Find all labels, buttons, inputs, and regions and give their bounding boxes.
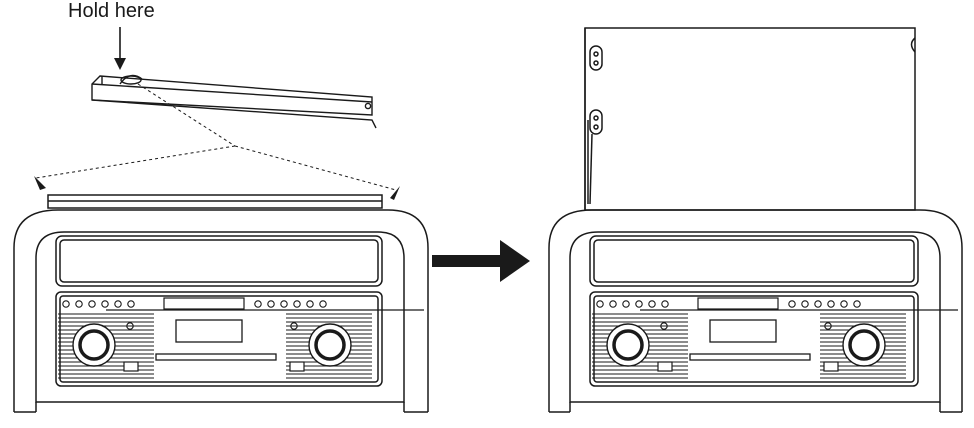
cd-slot xyxy=(689,353,811,361)
button-right xyxy=(853,300,861,308)
placement-guide-lines xyxy=(35,83,397,191)
button-right xyxy=(254,300,262,308)
lower-button-left xyxy=(657,361,673,372)
button-left xyxy=(62,300,70,308)
button-left xyxy=(661,300,669,308)
transition-arrow xyxy=(432,240,530,282)
button-left xyxy=(596,300,604,308)
button-right xyxy=(267,300,275,308)
hold-here-label: Hold here xyxy=(68,0,155,22)
display-window xyxy=(175,319,243,343)
button-right xyxy=(319,300,327,308)
button-left xyxy=(609,300,617,308)
lower-button-right xyxy=(289,361,305,372)
button-left xyxy=(127,300,135,308)
cd-slot xyxy=(155,353,277,361)
button-left xyxy=(101,300,109,308)
button-left xyxy=(635,300,643,308)
button-left xyxy=(114,300,122,308)
indicator-right xyxy=(290,322,298,330)
button-left xyxy=(75,300,83,308)
button-right xyxy=(306,300,314,308)
indicator-right xyxy=(824,322,832,330)
lower-button-right xyxy=(823,361,839,372)
record-player-left xyxy=(13,194,429,413)
button-left xyxy=(622,300,630,308)
button-right xyxy=(788,300,796,308)
volume-knob xyxy=(848,329,880,361)
guide-arrow-heads xyxy=(34,176,400,200)
volume-knob xyxy=(78,329,110,361)
display-window-top xyxy=(697,297,779,310)
indicator-left xyxy=(126,322,134,330)
lower-button-left xyxy=(123,361,139,372)
detached-lid xyxy=(91,74,377,129)
button-right xyxy=(814,300,822,308)
display-window xyxy=(709,319,777,343)
button-right xyxy=(280,300,288,308)
button-left xyxy=(88,300,96,308)
button-right xyxy=(293,300,301,308)
display-window-top xyxy=(163,297,245,310)
button-right xyxy=(840,300,848,308)
indicator-left xyxy=(660,322,668,330)
volume-knob xyxy=(314,329,346,361)
button-left xyxy=(648,300,656,308)
record-player-right xyxy=(548,27,963,413)
hold-pointer-arrow xyxy=(114,27,126,70)
button-right xyxy=(801,300,809,308)
volume-knob xyxy=(612,329,644,361)
button-right xyxy=(827,300,835,308)
control-panel-details xyxy=(58,297,958,379)
